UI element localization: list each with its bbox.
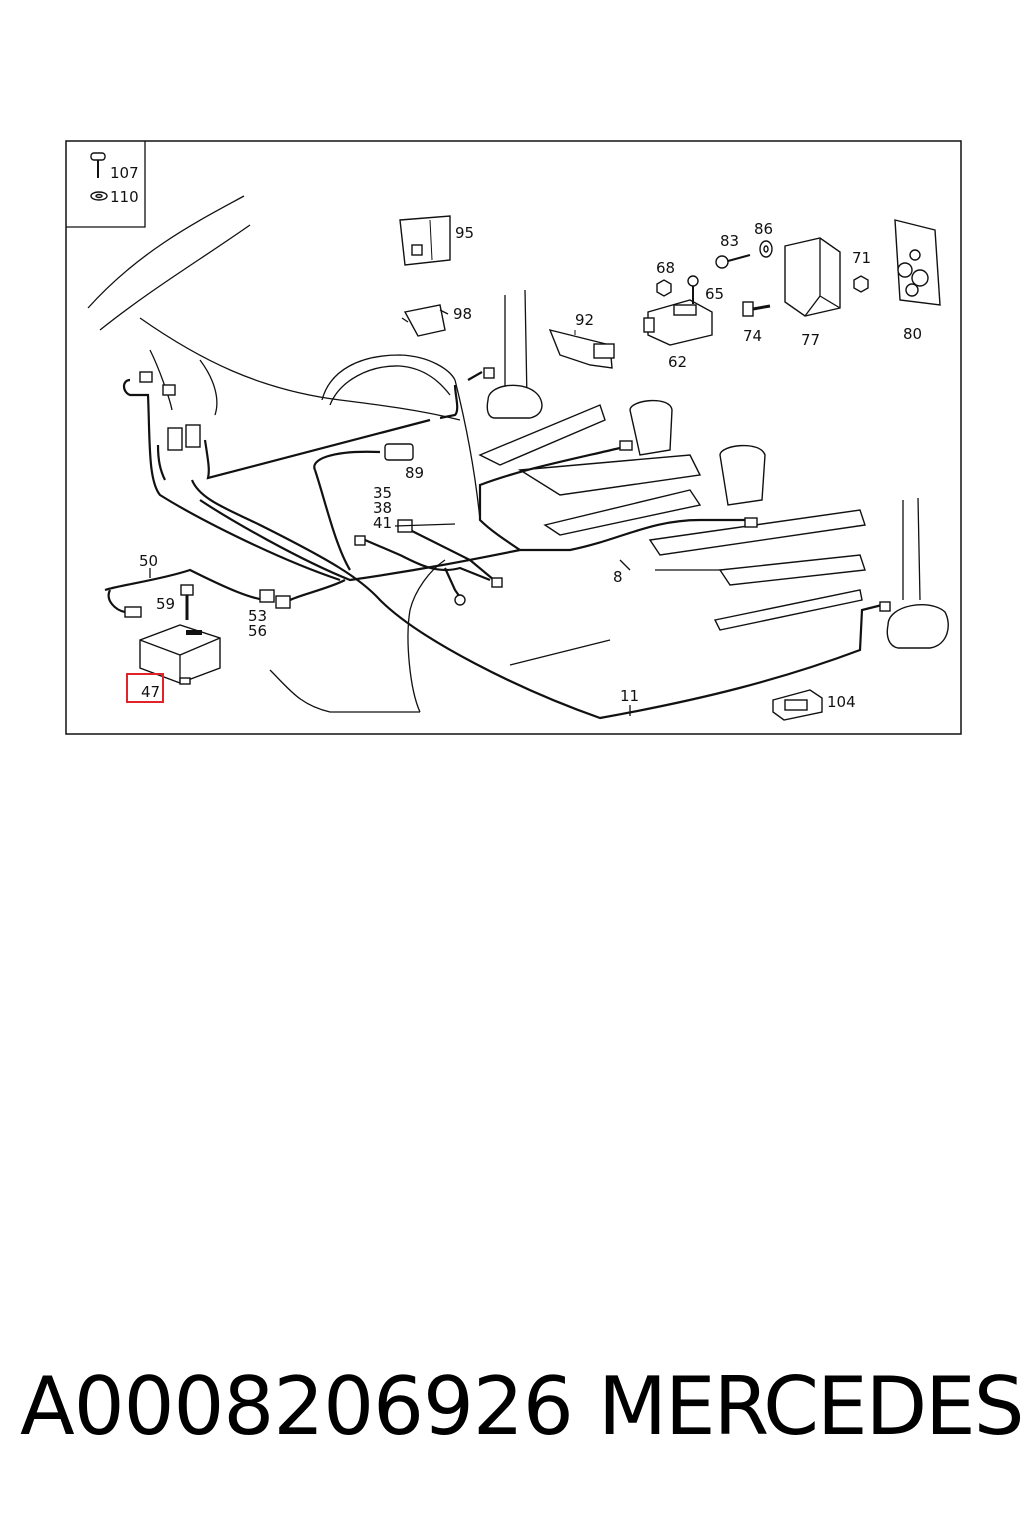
- brand-name: MERCEDES: [598, 1360, 1024, 1453]
- seat-belt-assembly-left: [486, 289, 543, 419]
- nut-part-68: [656, 279, 672, 297]
- callout-68[interactable]: 68: [656, 259, 675, 277]
- callout-50[interactable]: 50: [139, 552, 158, 570]
- callout-11[interactable]: 11: [620, 687, 639, 705]
- callout-86[interactable]: 86: [754, 220, 773, 238]
- module-part-62: [643, 299, 713, 346]
- callout-74[interactable]: 74: [743, 327, 762, 345]
- part-number: A0008206926: [20, 1360, 574, 1453]
- callout-77[interactable]: 77: [801, 331, 820, 349]
- screw-icon: [90, 152, 106, 178]
- callout-110[interactable]: 110: [110, 188, 139, 206]
- harness-connectors: [124, 367, 891, 618]
- mounting-plate-part-80: [894, 219, 941, 306]
- callout-47[interactable]: 47: [141, 683, 160, 701]
- clip-part-98: [401, 304, 449, 337]
- callout-41[interactable]: 41: [373, 514, 392, 532]
- screw-part-65: [687, 275, 699, 304]
- seat-belt-assembly-right: [886, 497, 949, 649]
- control-unit-part-77: [784, 237, 841, 317]
- callout-95[interactable]: 95: [455, 224, 474, 242]
- bolt-part-74: [742, 301, 771, 317]
- callout-107[interactable]: 107: [110, 164, 139, 182]
- callout-59[interactable]: 59: [156, 595, 175, 613]
- callout-8[interactable]: 8: [613, 568, 623, 586]
- vehicle-body-outline: [87, 195, 611, 713]
- callout-38[interactable]: 38: [373, 499, 392, 517]
- switch-part-104: [772, 689, 823, 721]
- callout-71[interactable]: 71: [852, 249, 871, 267]
- washer-part-86: [759, 240, 773, 258]
- callout-98[interactable]: 98: [453, 305, 472, 323]
- callout-65[interactable]: 65: [705, 285, 724, 303]
- callout-56[interactable]: 56: [248, 622, 267, 640]
- highlight-box-47: [126, 673, 164, 703]
- seat-frame: [478, 399, 866, 631]
- callout-104[interactable]: 104: [827, 693, 856, 711]
- legend-box: [66, 141, 146, 228]
- callout-80[interactable]: 80: [903, 325, 922, 343]
- screw-part-83: [715, 254, 751, 269]
- callout-92[interactable]: 92: [575, 311, 594, 329]
- control-unit-part-47: [139, 624, 221, 685]
- sensor-part-89: [384, 443, 414, 461]
- clip-part-95: [399, 215, 451, 266]
- diagram-border: [65, 140, 962, 735]
- wiring-harness: [104, 371, 883, 720]
- footer-caption: A0008206926 MERCEDES: [0, 1360, 1024, 1480]
- callout-53[interactable]: 53: [248, 607, 267, 625]
- bolt-part-59: [180, 584, 194, 620]
- exploded-view-drawing: 107 110 95 98 83 86 68 65 71 92 62 74 77…: [65, 140, 962, 735]
- callout-62[interactable]: 62: [668, 353, 687, 371]
- bracket-part-92: [548, 328, 615, 369]
- leader-lines: [149, 523, 631, 716]
- parts-diagram: 107 110 95 98 83 86 68 65 71 92 62 74 77…: [0, 0, 1024, 760]
- callout-83[interactable]: 83: [720, 232, 739, 250]
- nut-part-71: [853, 275, 869, 293]
- callout-35[interactable]: 35: [373, 484, 392, 502]
- callout-89[interactable]: 89: [405, 464, 424, 482]
- washer-icon: [90, 191, 108, 201]
